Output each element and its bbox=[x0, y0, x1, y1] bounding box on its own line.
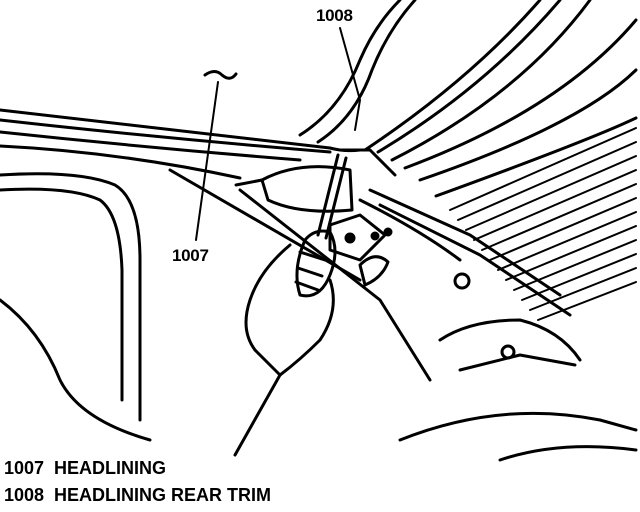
callout-headlining-rear-trim: 1008 bbox=[316, 6, 353, 25]
legend-row-headlining-rear-trim: 1008 HEADLINING REAR TRIM bbox=[4, 482, 271, 509]
rear-window-defroster-lines bbox=[449, 127, 637, 321]
headlining-panel bbox=[0, 70, 332, 180]
callout-headlining: 1007 bbox=[172, 246, 209, 265]
quarter-trim bbox=[0, 168, 572, 442]
parts-legend: 1007 HEADLINING 1008 HEADLINING REAR TRIM bbox=[4, 455, 271, 509]
hand-with-screwdriver bbox=[233, 153, 348, 457]
legend-number: 1008 bbox=[4, 485, 45, 505]
legend-label: HEADLINING bbox=[54, 458, 167, 478]
trim-bracket bbox=[234, 165, 393, 287]
legend-number: 1007 bbox=[4, 458, 45, 478]
leader-line-1007 bbox=[195, 81, 219, 241]
rear-window-glass bbox=[363, 0, 638, 198]
rear-shelf bbox=[398, 272, 638, 462]
legend-row-headlining: 1007 HEADLINING bbox=[4, 455, 271, 482]
headlining-rear-trim bbox=[298, 0, 417, 177]
legend-label: HEADLINING REAR TRIM bbox=[54, 485, 272, 505]
leader-line-1008 bbox=[339, 27, 361, 131]
